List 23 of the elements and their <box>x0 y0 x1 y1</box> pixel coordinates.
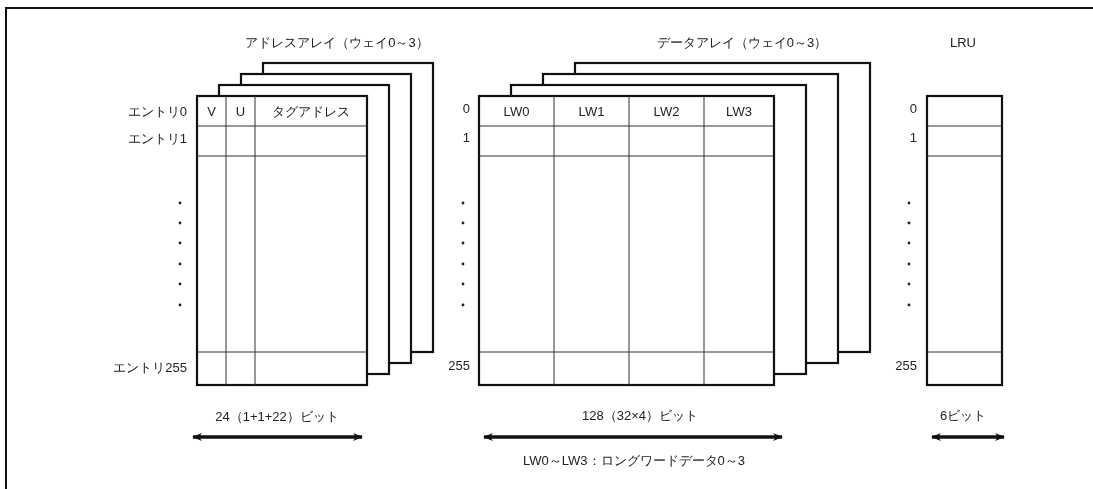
row-label: 0 <box>909 101 917 115</box>
row-label: 1 <box>462 130 470 144</box>
bit-width-label: 24（1+1+22）ビット <box>215 409 339 423</box>
column-header: タグアドレス <box>272 104 350 118</box>
column-header: U <box>235 104 246 118</box>
row-label: エントリ0 <box>127 104 187 118</box>
column-header: V <box>207 104 216 118</box>
bit-width-label: 6ビット <box>939 408 987 422</box>
array-title: アドレスアレイ（ウェイ0～3） <box>245 35 429 49</box>
column-header: LW3 <box>726 104 752 118</box>
column-header: LW0 <box>503 104 530 118</box>
row-label: 255 <box>895 358 917 372</box>
array-title: データアレイ（ウェイ0～3） <box>656 35 828 49</box>
column-header: LW2 <box>653 104 680 118</box>
row-label: 0 <box>462 101 470 115</box>
row-label: エントリ1 <box>127 131 187 145</box>
array-title: LRU <box>950 35 976 49</box>
row-label: エントリ255 <box>113 360 187 374</box>
column-header: LW1 <box>578 104 605 118</box>
row-label: 1 <box>909 130 917 144</box>
bit-width-label: 128（32×4）ビット <box>582 408 698 422</box>
legend-note: LW0～LW3：ロングワードデータ0～3 <box>523 453 745 467</box>
row-label: 255 <box>448 358 470 372</box>
